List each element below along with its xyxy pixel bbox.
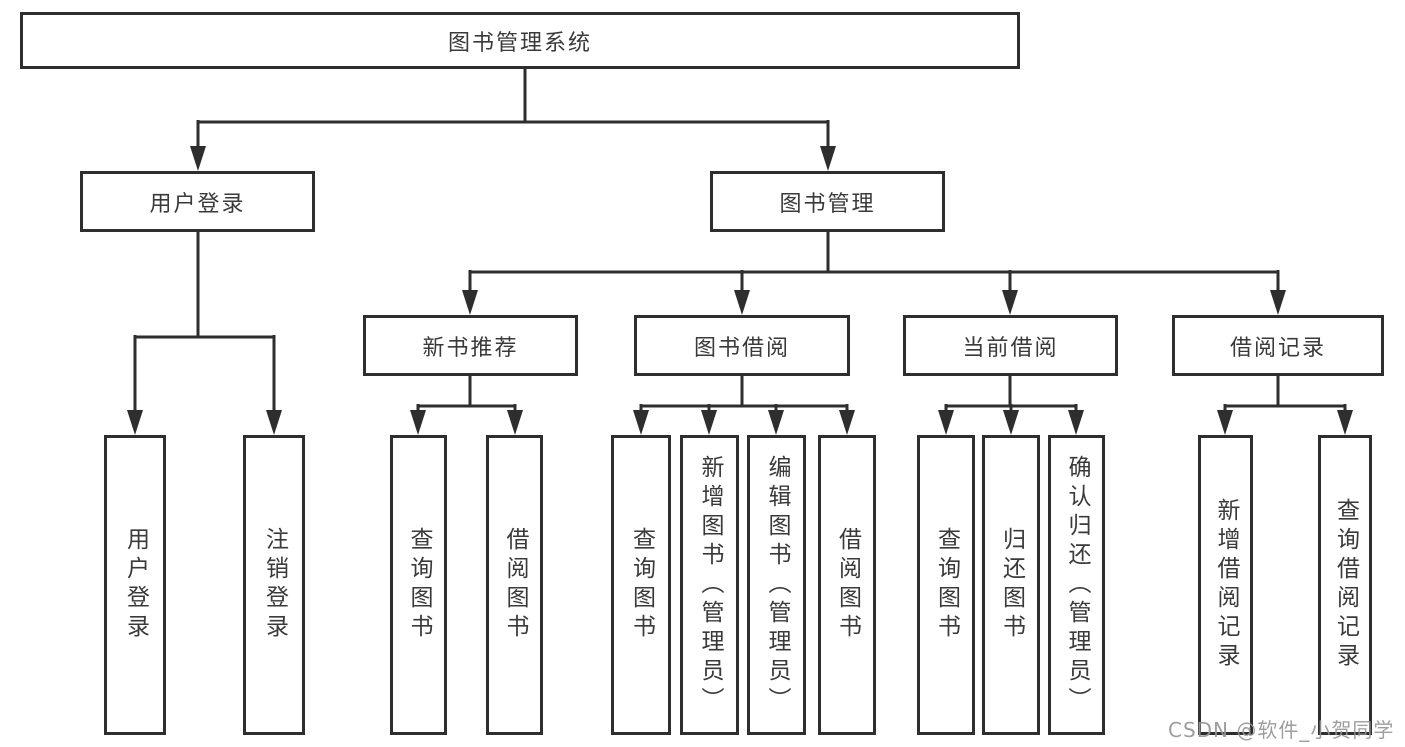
leaf-logout-login: 注销登录 [243, 435, 305, 735]
leaf-recommend-borrow-books: 借阅图书 [486, 435, 543, 735]
csdn-watermark: CSDN @软件_小贺同学 [1168, 718, 1395, 742]
node-library-system: 图书管理系统 [20, 12, 1020, 69]
node-current-borrowing: 当前借阅 [903, 315, 1118, 376]
leaf-records-add-record: 新增借阅记录 [1198, 435, 1253, 735]
leaf-current-confirm-return-admin: 确认归还（管理员） [1048, 435, 1105, 735]
leaf-current-return-books: 归还图书 [982, 435, 1040, 735]
leaf-records-query-record: 查询借阅记录 [1318, 435, 1372, 735]
leaf-borrowing-borrow-books: 借阅图书 [818, 435, 876, 735]
node-borrowing-records: 借阅记录 [1172, 315, 1384, 376]
leaf-borrowing-add-books-admin: 新增图书（管理员） [680, 435, 739, 735]
node-book-borrowing: 图书借阅 [634, 315, 850, 376]
node-new-book-recommend: 新书推荐 [363, 315, 578, 376]
leaf-user-login: 用户登录 [104, 435, 166, 735]
node-book-management: 图书管理 [710, 171, 945, 232]
node-user-login: 用户登录 [80, 171, 315, 232]
leaf-borrowing-edit-books-admin: 编辑图书（管理员） [747, 435, 806, 735]
leaf-current-query-books: 查询图书 [917, 435, 975, 735]
leaf-borrowing-query-books: 查询图书 [611, 435, 671, 735]
leaf-recommend-query-books: 查询图书 [390, 435, 447, 735]
